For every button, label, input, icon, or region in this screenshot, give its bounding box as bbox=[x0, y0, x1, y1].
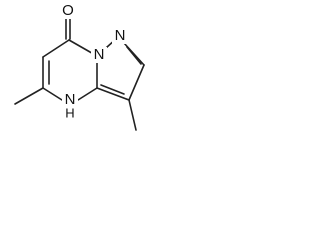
n-bridge-label-bg bbox=[91, 47, 107, 63]
nh-label-bg bbox=[62, 92, 78, 122]
nitrogen-top-label: N bbox=[115, 27, 126, 44]
bond-c2-c3 bbox=[128, 64, 145, 101]
bond-c3-c3a-double bbox=[100, 84, 125, 95]
bond-n4-c3a bbox=[77, 87, 98, 101]
bond-c3-methyl bbox=[128, 99, 137, 131]
bond-c7-c6 bbox=[42, 39, 70, 58]
oxygen-atom-label: O bbox=[62, 2, 74, 19]
bond-c3-c3a bbox=[96, 87, 130, 101]
pyrazolopyrimidinone-structure: O N N N H bbox=[0, 0, 173, 163]
nh-hydrogen-label: H bbox=[65, 105, 74, 120]
n-top-label-bg bbox=[112, 28, 128, 44]
bond-n2-c2 bbox=[123, 42, 145, 66]
oxygen-label-bg bbox=[60, 3, 76, 19]
bond-c5-n4 bbox=[42, 87, 63, 101]
nh-nitrogen-label: N bbox=[65, 91, 76, 108]
nitrogen-bridge-label: N bbox=[94, 46, 105, 63]
bond-c5-methyl bbox=[14, 87, 44, 105]
